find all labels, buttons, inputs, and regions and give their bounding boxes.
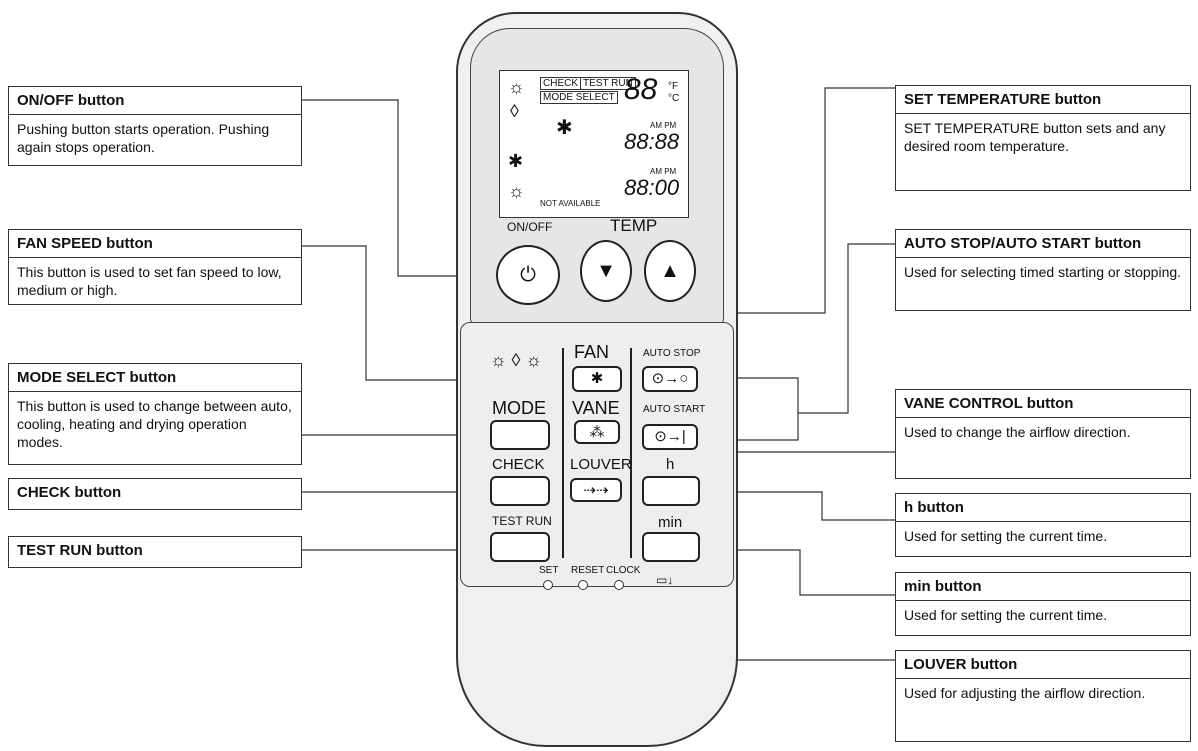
- test-run-button[interactable]: [490, 532, 550, 562]
- clock-label: CLOCK: [606, 565, 641, 576]
- h-callout-title: h button: [896, 494, 1190, 522]
- louver-callout-desc: Used for adjusting the airflow direction…: [904, 685, 1146, 701]
- battery-icon: ▭↓: [656, 573, 674, 587]
- lcd-not-available: NOT AVAILABLE: [540, 199, 601, 208]
- auto-start-label: AUTO START: [643, 404, 706, 415]
- h-button[interactable]: [642, 476, 700, 506]
- min-callout-title: min button: [896, 573, 1190, 601]
- check-button[interactable]: [490, 476, 550, 506]
- set-label: SET: [539, 565, 559, 576]
- onoff-callout-title: ON/OFF button: [9, 87, 301, 115]
- lcd-temp-digits: 88: [624, 73, 658, 106]
- lcd-fan-icon: ✱: [508, 151, 524, 171]
- temp-label: TEMP: [610, 216, 658, 235]
- onoff-button[interactable]: ⏻: [496, 245, 560, 305]
- auto-start-button[interactable]: ⊙→|: [642, 424, 698, 450]
- min-callout-desc: Used for setting the current time.: [904, 607, 1108, 623]
- reset-label: RESET: [571, 565, 605, 576]
- onoff-callout: ON/OFF button Pushing button starts oper…: [8, 86, 302, 166]
- vane-callout-title: VANE CONTROL button: [896, 390, 1190, 418]
- min-label: min: [658, 514, 683, 531]
- mode-select-button[interactable]: [490, 420, 550, 450]
- lcd-sun2-icon: ☼: [508, 181, 525, 201]
- lcd-ampm-1: AM PM: [650, 121, 677, 130]
- vane-label: VANE: [572, 398, 620, 418]
- lcd-unit-c: °C: [668, 93, 680, 104]
- fan-icon: ✱: [590, 370, 604, 387]
- set-temp-callout-desc: SET TEMPERATURE button sets and any desi…: [904, 120, 1166, 154]
- onoff-label: ON/OFF: [507, 220, 553, 234]
- mode-label: MODE: [492, 398, 546, 418]
- down-arrow-icon: ▼: [596, 260, 616, 282]
- lcd-time-1: 88:88: [624, 129, 680, 154]
- vane-callout: VANE CONTROL button Used to change the a…: [895, 389, 1191, 479]
- lcd-sun-icon: ☼: [508, 77, 525, 97]
- louver-label: LOUVER: [570, 456, 632, 473]
- clock-pinhole[interactable]: [614, 580, 624, 590]
- set-temp-callout-title: SET TEMPERATURE button: [896, 86, 1190, 114]
- auto-stop-start-callout: AUTO STOP/AUTO START button Used for sel…: [895, 229, 1191, 311]
- set-pinhole[interactable]: [543, 580, 553, 590]
- vane-control-button[interactable]: ⁂: [574, 420, 620, 444]
- h-callout-desc: Used for setting the current time.: [904, 528, 1108, 544]
- check-label: CHECK: [492, 456, 545, 473]
- mode-select-callout: MODE SELECT button This button is used t…: [8, 363, 302, 465]
- divider-left: [562, 348, 564, 558]
- lcd-drop-icon: ◊: [510, 101, 519, 121]
- check-callout-title: CHECK button: [17, 484, 122, 501]
- fan-label: FAN: [574, 342, 610, 362]
- mode-select-callout-desc: This button is used to change between au…: [17, 398, 292, 450]
- lcd-mode-select: MODE SELECT: [540, 91, 618, 104]
- auto-stop-start-callout-desc: Used for selecting timed starting or sto…: [904, 264, 1182, 280]
- h-callout: h button Used for setting the current ti…: [895, 493, 1191, 557]
- louver-callout: LOUVER button Used for adjusting the air…: [895, 650, 1191, 742]
- test-run-callout: TEST RUN button: [8, 536, 302, 568]
- test-run-label: TEST RUN: [492, 514, 552, 528]
- fan-speed-callout-desc: This button is used to set fan speed to …: [17, 264, 282, 298]
- auto-stop-label: AUTO STOP: [643, 348, 701, 359]
- vane-callout-desc: Used to change the airflow direction.: [904, 424, 1131, 440]
- h-label: h: [666, 456, 675, 473]
- divider-right: [630, 348, 632, 558]
- reset-pinhole[interactable]: [578, 580, 588, 590]
- lcd-ampm-2: AM PM: [650, 167, 677, 176]
- temp-down-button[interactable]: ▼: [580, 240, 632, 302]
- auto-stop-button[interactable]: ⊙→○: [642, 366, 698, 392]
- up-arrow-icon: ▲: [660, 260, 680, 282]
- fan-speed-callout-title: FAN SPEED button: [9, 230, 301, 258]
- louver-callout-title: LOUVER button: [896, 651, 1190, 679]
- fan-speed-button[interactable]: ✱: [572, 366, 622, 392]
- lcd-display: ☼ ◊ ✱ ☼ CHECK TEST RUN MODE SELECT ✱ NOT…: [499, 70, 689, 218]
- lcd-test-run: TEST RUN: [580, 77, 636, 90]
- test-run-callout-title: TEST RUN button: [17, 542, 143, 559]
- lcd-time-2: 88:00: [624, 175, 680, 200]
- lcd-check: CHECK: [540, 77, 582, 90]
- louver-button[interactable]: ⇢⇢: [570, 478, 622, 502]
- onoff-callout-desc: Pushing button starts operation. Pushing…: [17, 121, 270, 155]
- mode-select-callout-title: MODE SELECT button: [9, 364, 301, 392]
- min-button[interactable]: [642, 532, 700, 562]
- lcd-unit-f: °F: [668, 81, 679, 92]
- auto-stop-start-callout-title: AUTO STOP/AUTO START button: [896, 230, 1190, 258]
- lcd-fan-level-icon: ✱: [556, 117, 573, 139]
- min-callout: min button Used for setting the current …: [895, 572, 1191, 636]
- power-icon: ⏻: [520, 264, 536, 286]
- temp-up-button[interactable]: ▲: [644, 240, 696, 302]
- check-callout: CHECK button: [8, 478, 302, 510]
- set-temp-callout: SET TEMPERATURE button SET TEMPERATURE b…: [895, 85, 1191, 191]
- mode-icons: ☼ ◊ ☼: [490, 350, 542, 370]
- fan-speed-callout: FAN SPEED button This button is used to …: [8, 229, 302, 305]
